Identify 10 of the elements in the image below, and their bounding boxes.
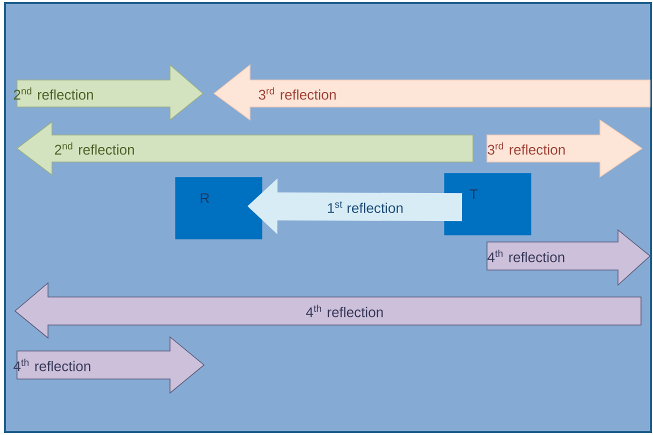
pointer-banner: 4$^{th}$ reflection	[14, 336, 205, 394]
square-box: R	[175, 177, 262, 240]
pointer-banner: 3$^{rd}$ reflection	[486, 119, 643, 178]
square-box: T	[444, 173, 532, 236]
pointer-banner: 2$^{nd}$ reflection	[16, 121, 474, 176]
pointer-banner: 3$^{rd}$ reflection	[213, 64, 650, 121]
pointer-banner: 4$^{th}$ reflection	[14, 282, 642, 339]
pointer-banner: 4$^{th}$ reflection	[486, 229, 651, 286]
pointer-banner: 2$^{nd}$ reflection	[14, 64, 204, 121]
edge-label: 1$^{st}$ reflection	[326, 200, 404, 214]
